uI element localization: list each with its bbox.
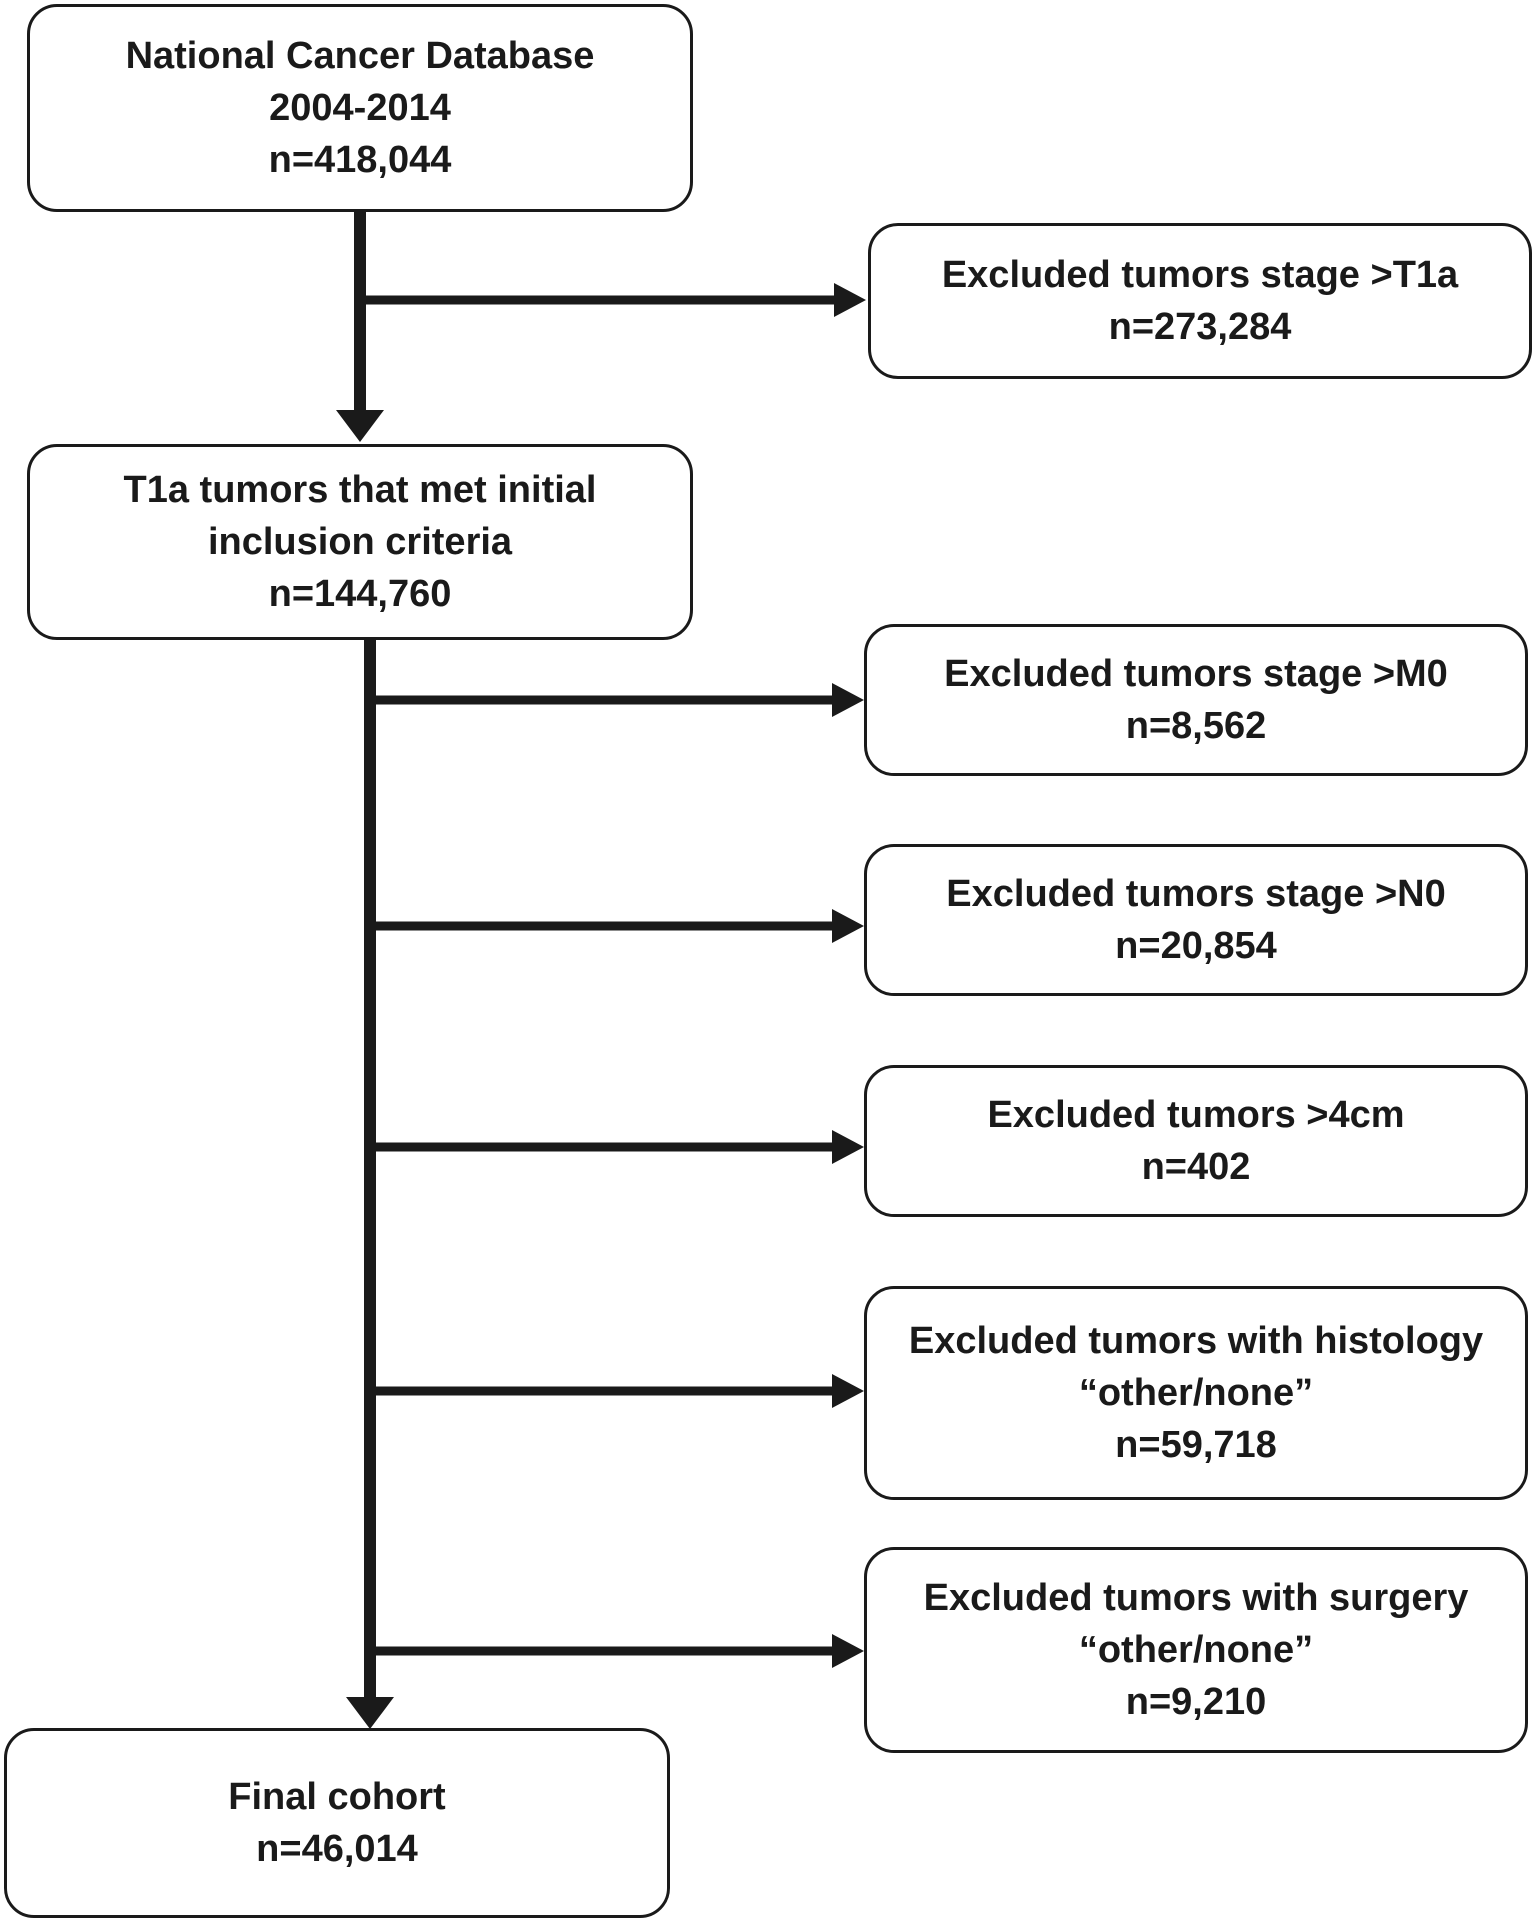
exclusion-box-histology-label: Excluded tumors with histology — [908, 1320, 1484, 1362]
exclusion-box-histology-count: n=59,718 — [1115, 1424, 1277, 1466]
exclusion-box-surgery-count: n=9,210 — [1125, 1681, 1267, 1723]
final-cohort-box: Final cohort n=46,014 — [4, 1728, 670, 1918]
exclusion-box-t1a-label: Excluded tumors stage >T1a — [941, 254, 1459, 296]
exclusion-box-m0-label: Excluded tumors stage >M0 — [944, 653, 1448, 695]
exclusion-box-histology: Excluded tumors with histology “other/no… — [864, 1286, 1528, 1500]
database-box: National Cancer Database 2004-2014 n=418… — [27, 4, 693, 212]
exclusion-box-t1a: Excluded tumors stage >T1a n=273,284 — [868, 223, 1532, 379]
branch-arrowhead-6 — [832, 1634, 864, 1668]
exclusion-box-size: Excluded tumors >4cm n=402 — [864, 1065, 1528, 1217]
main-flow-arrowhead-1 — [336, 410, 384, 442]
branch-arrowhead-2 — [832, 683, 864, 717]
database-box-line-2: 2004-2014 — [269, 87, 451, 129]
exclusion-box-surgery-label: Excluded tumors with surgery — [923, 1577, 1469, 1619]
exclusion-box-m0-count: n=8,562 — [1125, 705, 1267, 747]
inclusion-box: T1a tumors that met initial inclusion cr… — [27, 444, 693, 640]
inclusion-box-line-1: T1a tumors that met initial — [123, 469, 597, 511]
branch-arrowhead-1 — [834, 283, 866, 317]
branch-arrowhead-3 — [832, 909, 864, 943]
branch-arrowhead-4 — [832, 1130, 864, 1164]
final-cohort-box-count: n=46,014 — [256, 1828, 418, 1870]
exclusion-box-n0-label: Excluded tumors stage >N0 — [946, 873, 1446, 915]
database-box-line-1: National Cancer Database — [125, 35, 595, 77]
exclusion-box-n0: Excluded tumors stage >N0 n=20,854 — [864, 844, 1528, 996]
final-cohort-box-line-1: Final cohort — [228, 1776, 446, 1818]
exclusion-box-size-label: Excluded tumors >4cm — [987, 1094, 1405, 1136]
exclusion-box-surgery-label-2: “other/none” — [1078, 1629, 1314, 1671]
exclusion-box-surgery: Excluded tumors with surgery “other/none… — [864, 1547, 1528, 1753]
main-flow-arrowhead-2 — [346, 1697, 394, 1729]
exclusion-box-size-count: n=402 — [1141, 1146, 1251, 1188]
inclusion-box-line-2: inclusion criteria — [207, 521, 513, 563]
exclusion-box-histology-label-2: “other/none” — [1078, 1372, 1314, 1414]
exclusion-box-t1a-count: n=273,284 — [1108, 306, 1292, 348]
exclusion-box-n0-count: n=20,854 — [1115, 925, 1277, 967]
exclusion-box-m0: Excluded tumors stage >M0 n=8,562 — [864, 624, 1528, 776]
inclusion-box-count: n=144,760 — [268, 573, 452, 615]
branch-arrowhead-5 — [832, 1374, 864, 1408]
database-box-count: n=418,044 — [268, 139, 452, 181]
